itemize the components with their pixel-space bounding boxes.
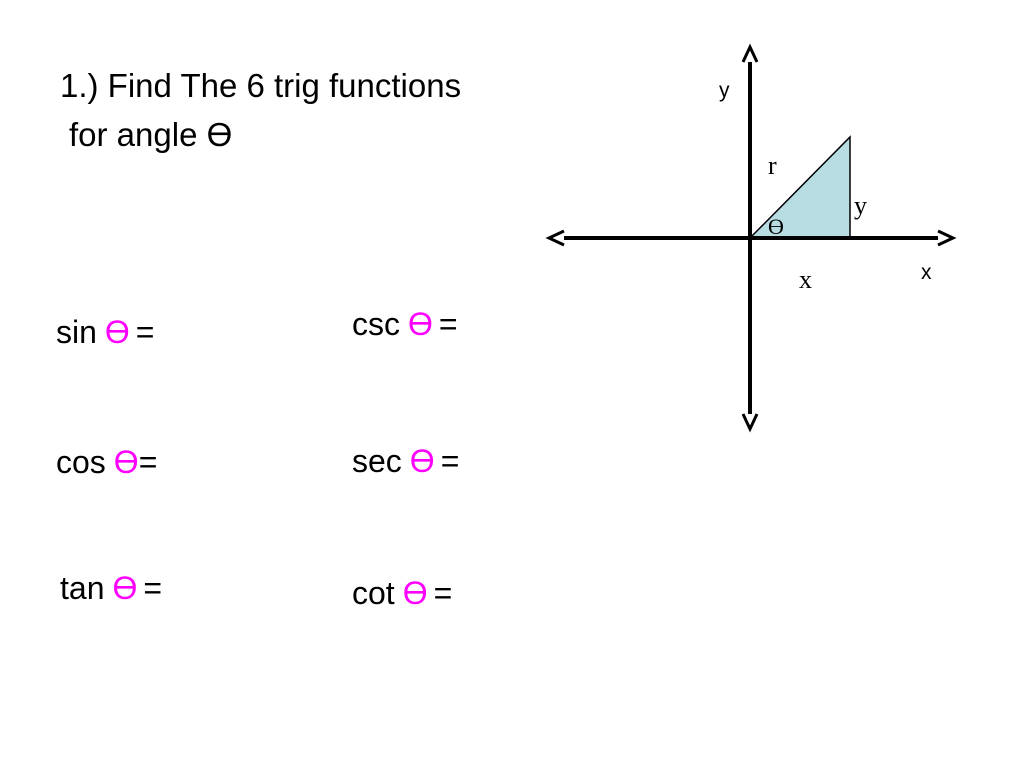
hypotenuse-r-label: r <box>768 151 777 180</box>
equals-sign: = <box>138 444 158 480</box>
equals-sign: = <box>433 575 453 611</box>
y-axis-down-arrow-icon <box>741 413 759 433</box>
theta-symbol: ϴ <box>408 306 433 342</box>
function-name: csc <box>352 306 400 342</box>
equals-sign: = <box>438 306 458 342</box>
angle-theta-label: ϴ <box>768 214 784 239</box>
x-axis-label: x <box>921 261 932 284</box>
theta-symbol: ϴ <box>104 314 130 350</box>
problem-title-line-1: 1.) Find The 6 trig functions <box>60 67 462 104</box>
equals-sign: = <box>143 570 163 606</box>
opposite-y-label: y <box>854 191 867 220</box>
theta-symbol: ϴ <box>113 444 139 480</box>
theta-symbol: ϴ <box>112 570 138 606</box>
function-name: cos <box>56 444 106 480</box>
equals-sign: = <box>135 314 155 350</box>
x-axis-right-arrow-icon <box>937 229 957 247</box>
x-axis-left-arrow-icon <box>545 229 565 247</box>
reference-triangle <box>748 135 851 239</box>
theta-symbol: ϴ <box>402 575 428 611</box>
equals-sign: = <box>440 443 460 479</box>
function-name: cot <box>352 575 395 611</box>
function-name: tan <box>60 570 105 606</box>
function-name: sec <box>352 443 402 479</box>
adjacent-x-label: x <box>799 265 812 294</box>
problem-title-line-2: for angle ϴ <box>69 116 233 153</box>
y-axis-label: y <box>719 79 730 102</box>
y-axis-up-arrow-icon <box>741 43 759 63</box>
theta-symbol: ϴ <box>409 443 435 479</box>
function-name: sin <box>56 314 97 350</box>
